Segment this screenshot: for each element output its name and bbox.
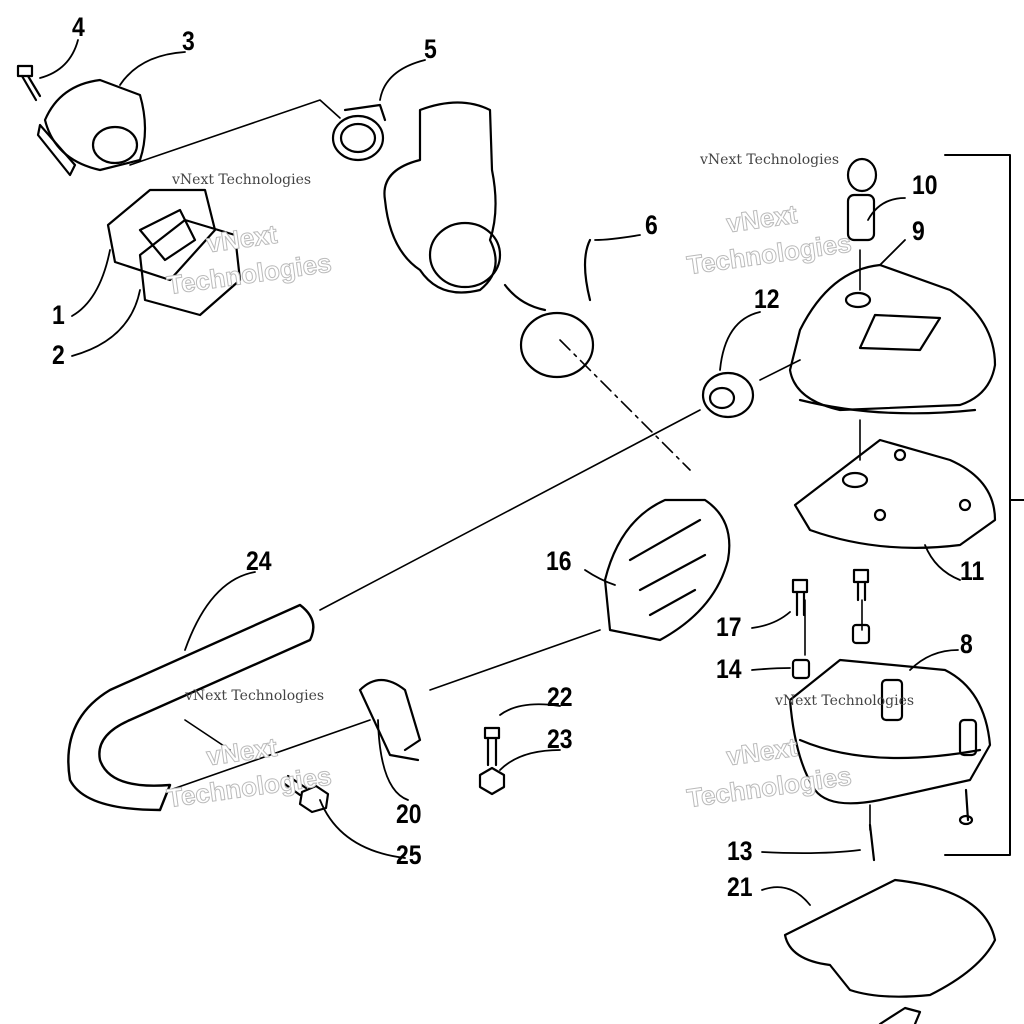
watermark-small: vNext Technologies <box>185 688 325 704</box>
assembly-bracket <box>944 154 1024 856</box>
part-11-plate <box>793 438 997 549</box>
callout-21: 21 <box>727 872 753 902</box>
part-13-screws <box>868 788 974 862</box>
part-5-clamp <box>331 103 387 162</box>
callout-25: 25 <box>396 840 422 870</box>
part-24-tube <box>67 603 315 812</box>
part-25-bolt <box>280 774 330 814</box>
callout-6: 6 <box>645 210 658 240</box>
watermark-small: vNext Technologies <box>700 152 840 168</box>
callout-24: 24 <box>246 546 272 576</box>
callout-17: 17 <box>716 612 742 642</box>
callout-9: 9 <box>912 216 925 246</box>
part-23-nut <box>478 766 506 796</box>
callout-5: 5 <box>424 34 437 64</box>
callout-16: 16 <box>546 546 572 576</box>
part-16-boot <box>603 498 731 642</box>
part-3-actuator <box>36 78 147 177</box>
part-17-bolts <box>791 568 870 617</box>
partial-part <box>878 1006 922 1024</box>
callout-13: 13 <box>727 836 753 866</box>
callout-3: 3 <box>182 26 195 56</box>
part-14-spacers <box>791 623 871 680</box>
callout-10: 10 <box>912 170 938 200</box>
callout-8: 8 <box>960 629 973 659</box>
part-22-bolt <box>483 726 501 767</box>
part-6-cap <box>503 238 595 379</box>
part-4-bolt <box>16 64 42 102</box>
callout-1: 1 <box>52 300 65 330</box>
part-9-cover <box>788 263 997 415</box>
callout-11: 11 <box>960 556 985 586</box>
part-12-grommet <box>701 371 755 419</box>
callout-4: 4 <box>72 12 85 42</box>
housing <box>383 101 502 294</box>
watermark-small: vNext Technologies <box>775 693 915 709</box>
callout-22: 22 <box>547 682 573 712</box>
part-1-2-gaskets <box>106 188 242 317</box>
part-20-clamp <box>358 678 422 762</box>
part-21-pad <box>783 878 997 998</box>
watermark-small: vNext Technologies <box>172 172 312 188</box>
callout-12: 12 <box>754 284 780 314</box>
part-10-nozzle <box>846 157 878 242</box>
callout-2: 2 <box>52 340 65 370</box>
callout-14: 14 <box>716 654 742 684</box>
callout-23: 23 <box>547 724 573 754</box>
part-8-base <box>788 658 992 805</box>
callout-20: 20 <box>396 799 422 829</box>
